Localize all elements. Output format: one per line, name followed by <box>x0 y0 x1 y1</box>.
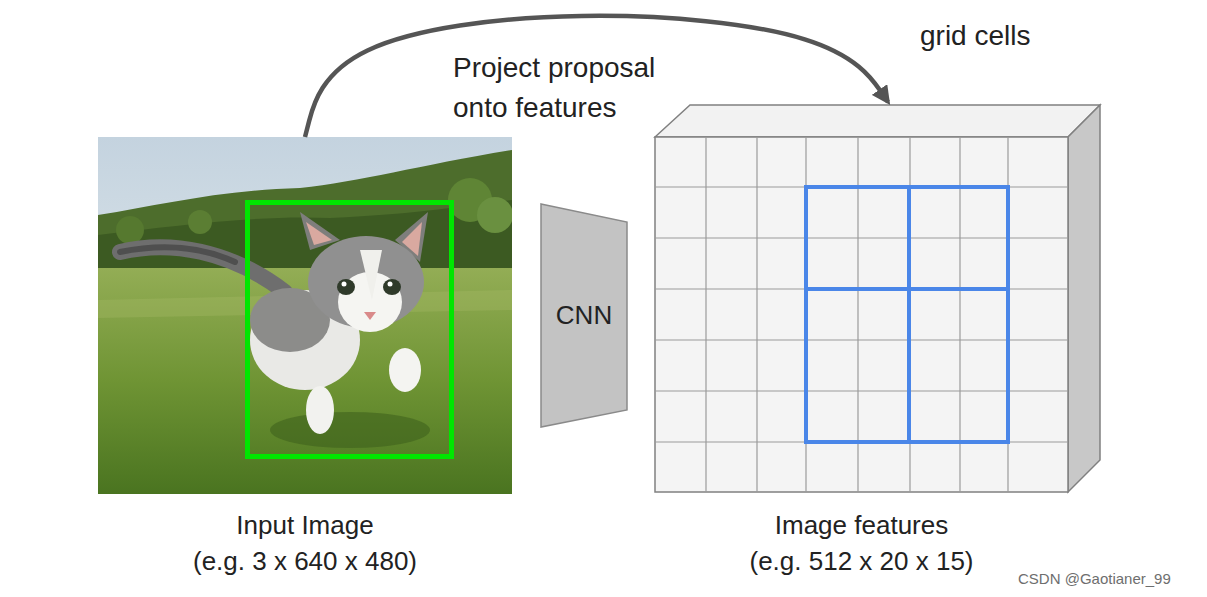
watermark: CSDN @Gaotianer_99 <box>1018 570 1171 587</box>
grid-cells-label: grid cells <box>920 20 1030 52</box>
projection-arrow <box>305 16 888 137</box>
input-image: Input Image(e.g. 3 x 640 x 480) <box>98 137 512 577</box>
cnn-outline <box>541 204 627 427</box>
caption-title: Image features <box>655 507 1068 543</box>
proposal-box <box>248 203 452 457</box>
grid-lines <box>655 137 1068 492</box>
feature-map: Image features(e.g. 512 x 20 x 15) <box>655 105 1100 585</box>
edge-label: Project proposal onto features <box>453 48 703 128</box>
projected-region <box>806 187 1008 442</box>
block-label: CNN <box>556 300 612 331</box>
kitten-photo <box>98 137 512 494</box>
caption-title: Input Image <box>98 507 512 543</box>
feature-volume <box>655 105 1100 492</box>
cnn-block: CNN <box>540 203 628 428</box>
caption-dimension: (e.g. 512 x 20 x 15) <box>655 543 1068 579</box>
caption-dimension: (e.g. 3 x 640 x 480) <box>98 543 512 579</box>
